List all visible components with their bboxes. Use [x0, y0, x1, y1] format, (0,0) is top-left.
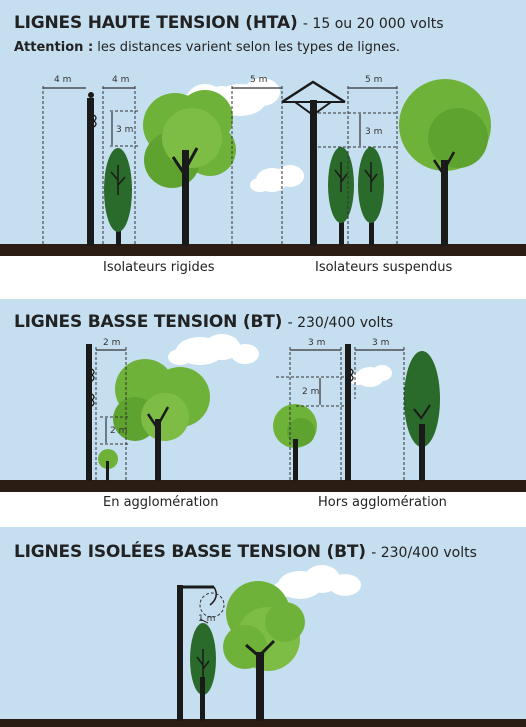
hta-subtitle: - 15 ou 20 000 volts — [302, 16, 444, 32]
hta-note-text: les distances varient selon les types de… — [97, 40, 401, 55]
utility-pole — [345, 344, 351, 481]
dim-label: 3 m — [308, 338, 325, 348]
dim-label: 3 m — [116, 125, 133, 135]
dim-label: 1 m — [198, 614, 215, 624]
bt-title: LIGNES BASSE TENSION (BT) — [14, 312, 283, 332]
cloud-icon — [349, 365, 392, 387]
dim-label: 3 m — [372, 338, 389, 348]
bti-subtitle: - 230/400 volts — [371, 545, 477, 561]
hta-note-label: Attention : — [14, 40, 94, 55]
dim-label: 4 m — [54, 75, 71, 85]
caption-agglomeration: En agglomération — [103, 495, 219, 510]
light-tree-icon — [113, 359, 210, 481]
clearance-circle — [199, 592, 225, 618]
bti-title: LIGNES ISOLÉES BASSE TENSION (BT) — [14, 542, 366, 562]
hta-panel: LIGNES HAUTE TENSION (HTA) - 15 ou 20 00… — [0, 0, 526, 256]
bti-title-line: LIGNES ISOLÉES BASSE TENSION (BT) - 230/… — [14, 542, 477, 562]
bti-illustration: 1 m — [0, 565, 526, 727]
cloud-icon — [168, 334, 259, 365]
dim-label: 2 m — [110, 426, 127, 436]
cloud-icon — [250, 165, 304, 192]
bt-panel: LIGNES BASSE TENSION (BT) - 230/400 volt… — [0, 299, 526, 492]
dim-label: 5 m — [365, 75, 382, 85]
caption-suspended: Isolateurs suspendus — [315, 260, 453, 275]
small-tree-icon — [98, 449, 118, 481]
dim-label: 2 m — [302, 387, 319, 397]
dim-label: 5 m — [250, 75, 267, 85]
light-tree-icon — [143, 90, 236, 246]
utility-pole — [177, 585, 217, 721]
dim-label: 2 m — [103, 338, 120, 348]
hta-title: LIGNES HAUTE TENSION (HTA) — [14, 13, 298, 33]
utility-pole — [87, 98, 94, 246]
dim-label: 3 m — [365, 127, 382, 137]
caption-hors-agglomeration: Hors agglomération — [318, 495, 447, 510]
dim-label: 4 m — [112, 75, 129, 85]
hta-title-line: LIGNES HAUTE TENSION (HTA) - 15 ou 20 00… — [14, 13, 444, 33]
cloud-icon — [273, 565, 361, 599]
insulator-icon — [88, 92, 94, 98]
dimension-arrow — [199, 618, 209, 624]
light-tree-icon — [273, 404, 317, 481]
hta-illustration: 4 m 4 m 3 m — [0, 75, 526, 256]
bti-panel: LIGNES ISOLÉES BASSE TENSION (BT) - 230/… — [0, 527, 526, 727]
bt-subtitle: - 230/400 volts — [287, 315, 394, 331]
ground — [0, 244, 526, 256]
ground — [0, 480, 526, 492]
light-tree-icon — [399, 79, 491, 246]
pylon — [281, 80, 346, 246]
ground — [0, 719, 526, 727]
dark-tree-icon — [358, 147, 384, 246]
utility-pole — [86, 344, 92, 481]
bt-illustration: 2 m 2 m 3 m 3 m 2 m — [0, 334, 526, 492]
dark-tree-icon — [404, 351, 440, 481]
dark-tree-icon — [328, 147, 354, 246]
dark-tree-icon — [190, 623, 216, 721]
bt-title-line: LIGNES BASSE TENSION (BT) - 230/400 volt… — [14, 312, 393, 332]
light-tree-icon — [223, 581, 305, 721]
hta-note: Attention : les distances varient selon … — [14, 40, 400, 55]
caption-rigid: Isolateurs rigides — [103, 260, 215, 275]
